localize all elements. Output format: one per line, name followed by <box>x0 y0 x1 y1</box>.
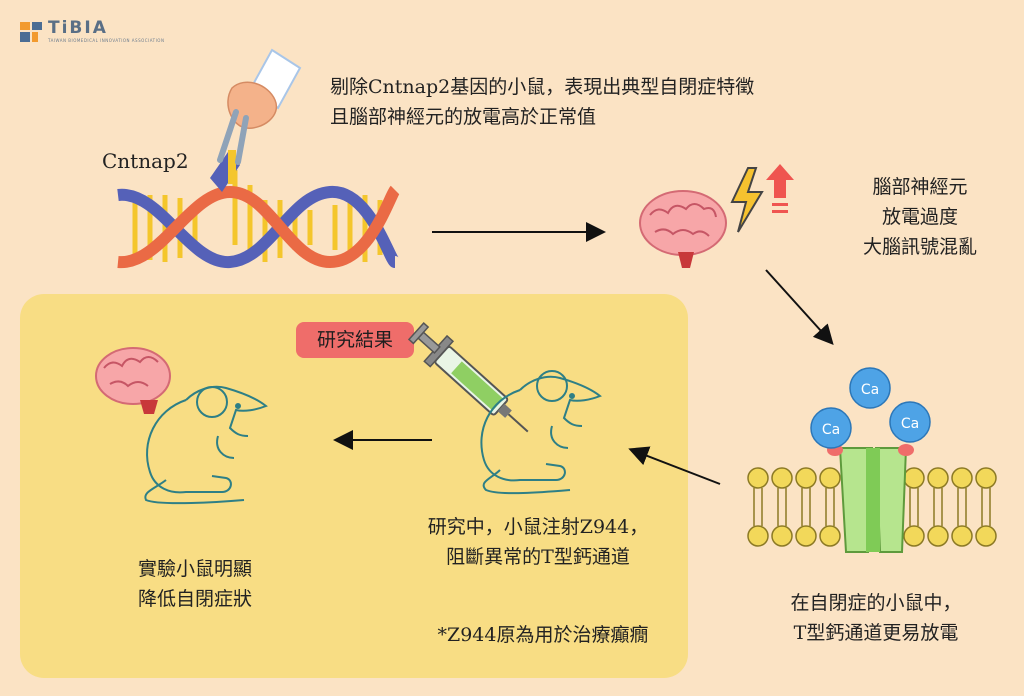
brain-status-line: 腦部神經元 <box>872 176 968 198</box>
logo: TiBIA TAIWAN BIOMEDICAL INNOVATION ASSOC… <box>18 18 164 48</box>
injection-caption-line: 研究中，小鼠注射Z944， <box>427 516 649 538</box>
injection-caption-line: 阻斷異常的T型鈣通道 <box>446 546 630 568</box>
brain-status-line: 大腦訊號混亂 <box>862 236 977 258</box>
dna-helix-icon <box>117 150 401 269</box>
syringe-icon <box>407 321 529 433</box>
calcium-ion-icon <box>810 367 931 449</box>
up-arrow-icon <box>766 164 794 213</box>
channel-caption: 在自閉症的小鼠中， T型鈣通道更易放電 <box>756 588 996 648</box>
channel-caption-line: T型鈣通道更易放電 <box>793 622 959 644</box>
mouse-icon <box>480 370 602 495</box>
lightning-icon <box>730 167 764 233</box>
channel-caption-line: 在自閉症的小鼠中， <box>790 592 962 614</box>
mouse-icon <box>144 385 268 505</box>
outcome-caption-line: 實驗小鼠明顯 <box>137 558 252 580</box>
outcome-caption: 實驗小鼠明顯 降低自閉症狀 <box>110 554 280 614</box>
tibia-logo-icon <box>20 22 42 42</box>
gene-label: Cntnap2 <box>102 149 189 173</box>
brain-status-text: 腦部神經元 放電過度 大腦訊號混亂 <box>830 172 1010 262</box>
brain-icon <box>95 347 171 414</box>
arrow-brain-to-channel <box>765 269 834 345</box>
injection-caption: 研究中，小鼠注射Z944， 阻斷異常的T型鈣通道 <box>398 512 678 572</box>
top-caption-line: 剔除Cntnap2基因的小鼠，表現出典型自閉症特徵 <box>330 76 755 98</box>
top-caption: 剔除Cntnap2基因的小鼠，表現出典型自閉症特徵 且腦部神經元的放電高於正常值 <box>330 72 754 132</box>
logo-wordmark: TiBIA <box>48 18 108 38</box>
brain-status-line: 放電過度 <box>881 206 958 228</box>
z944-note: *Z944原為用於治療癲癇 <box>437 624 649 646</box>
logo-subtitle: TAIWAN BIOMEDICAL INNOVATION ASSOCIATION <box>48 38 165 43</box>
arrow-channel-to-mouse <box>628 446 721 485</box>
outcome-caption-line: 降低自閉症狀 <box>137 588 252 610</box>
hand-tweezers-icon <box>217 48 302 165</box>
ca-label: Ca <box>861 382 879 398</box>
top-caption-line: 且腦部神經元的放電高於正常值 <box>330 106 597 128</box>
ca-label: Ca <box>901 416 919 432</box>
ca-label: Ca <box>822 422 840 438</box>
calcium-channel-icon <box>747 444 997 553</box>
brain-icon <box>639 190 727 268</box>
result-badge: 研究結果 <box>296 322 414 358</box>
